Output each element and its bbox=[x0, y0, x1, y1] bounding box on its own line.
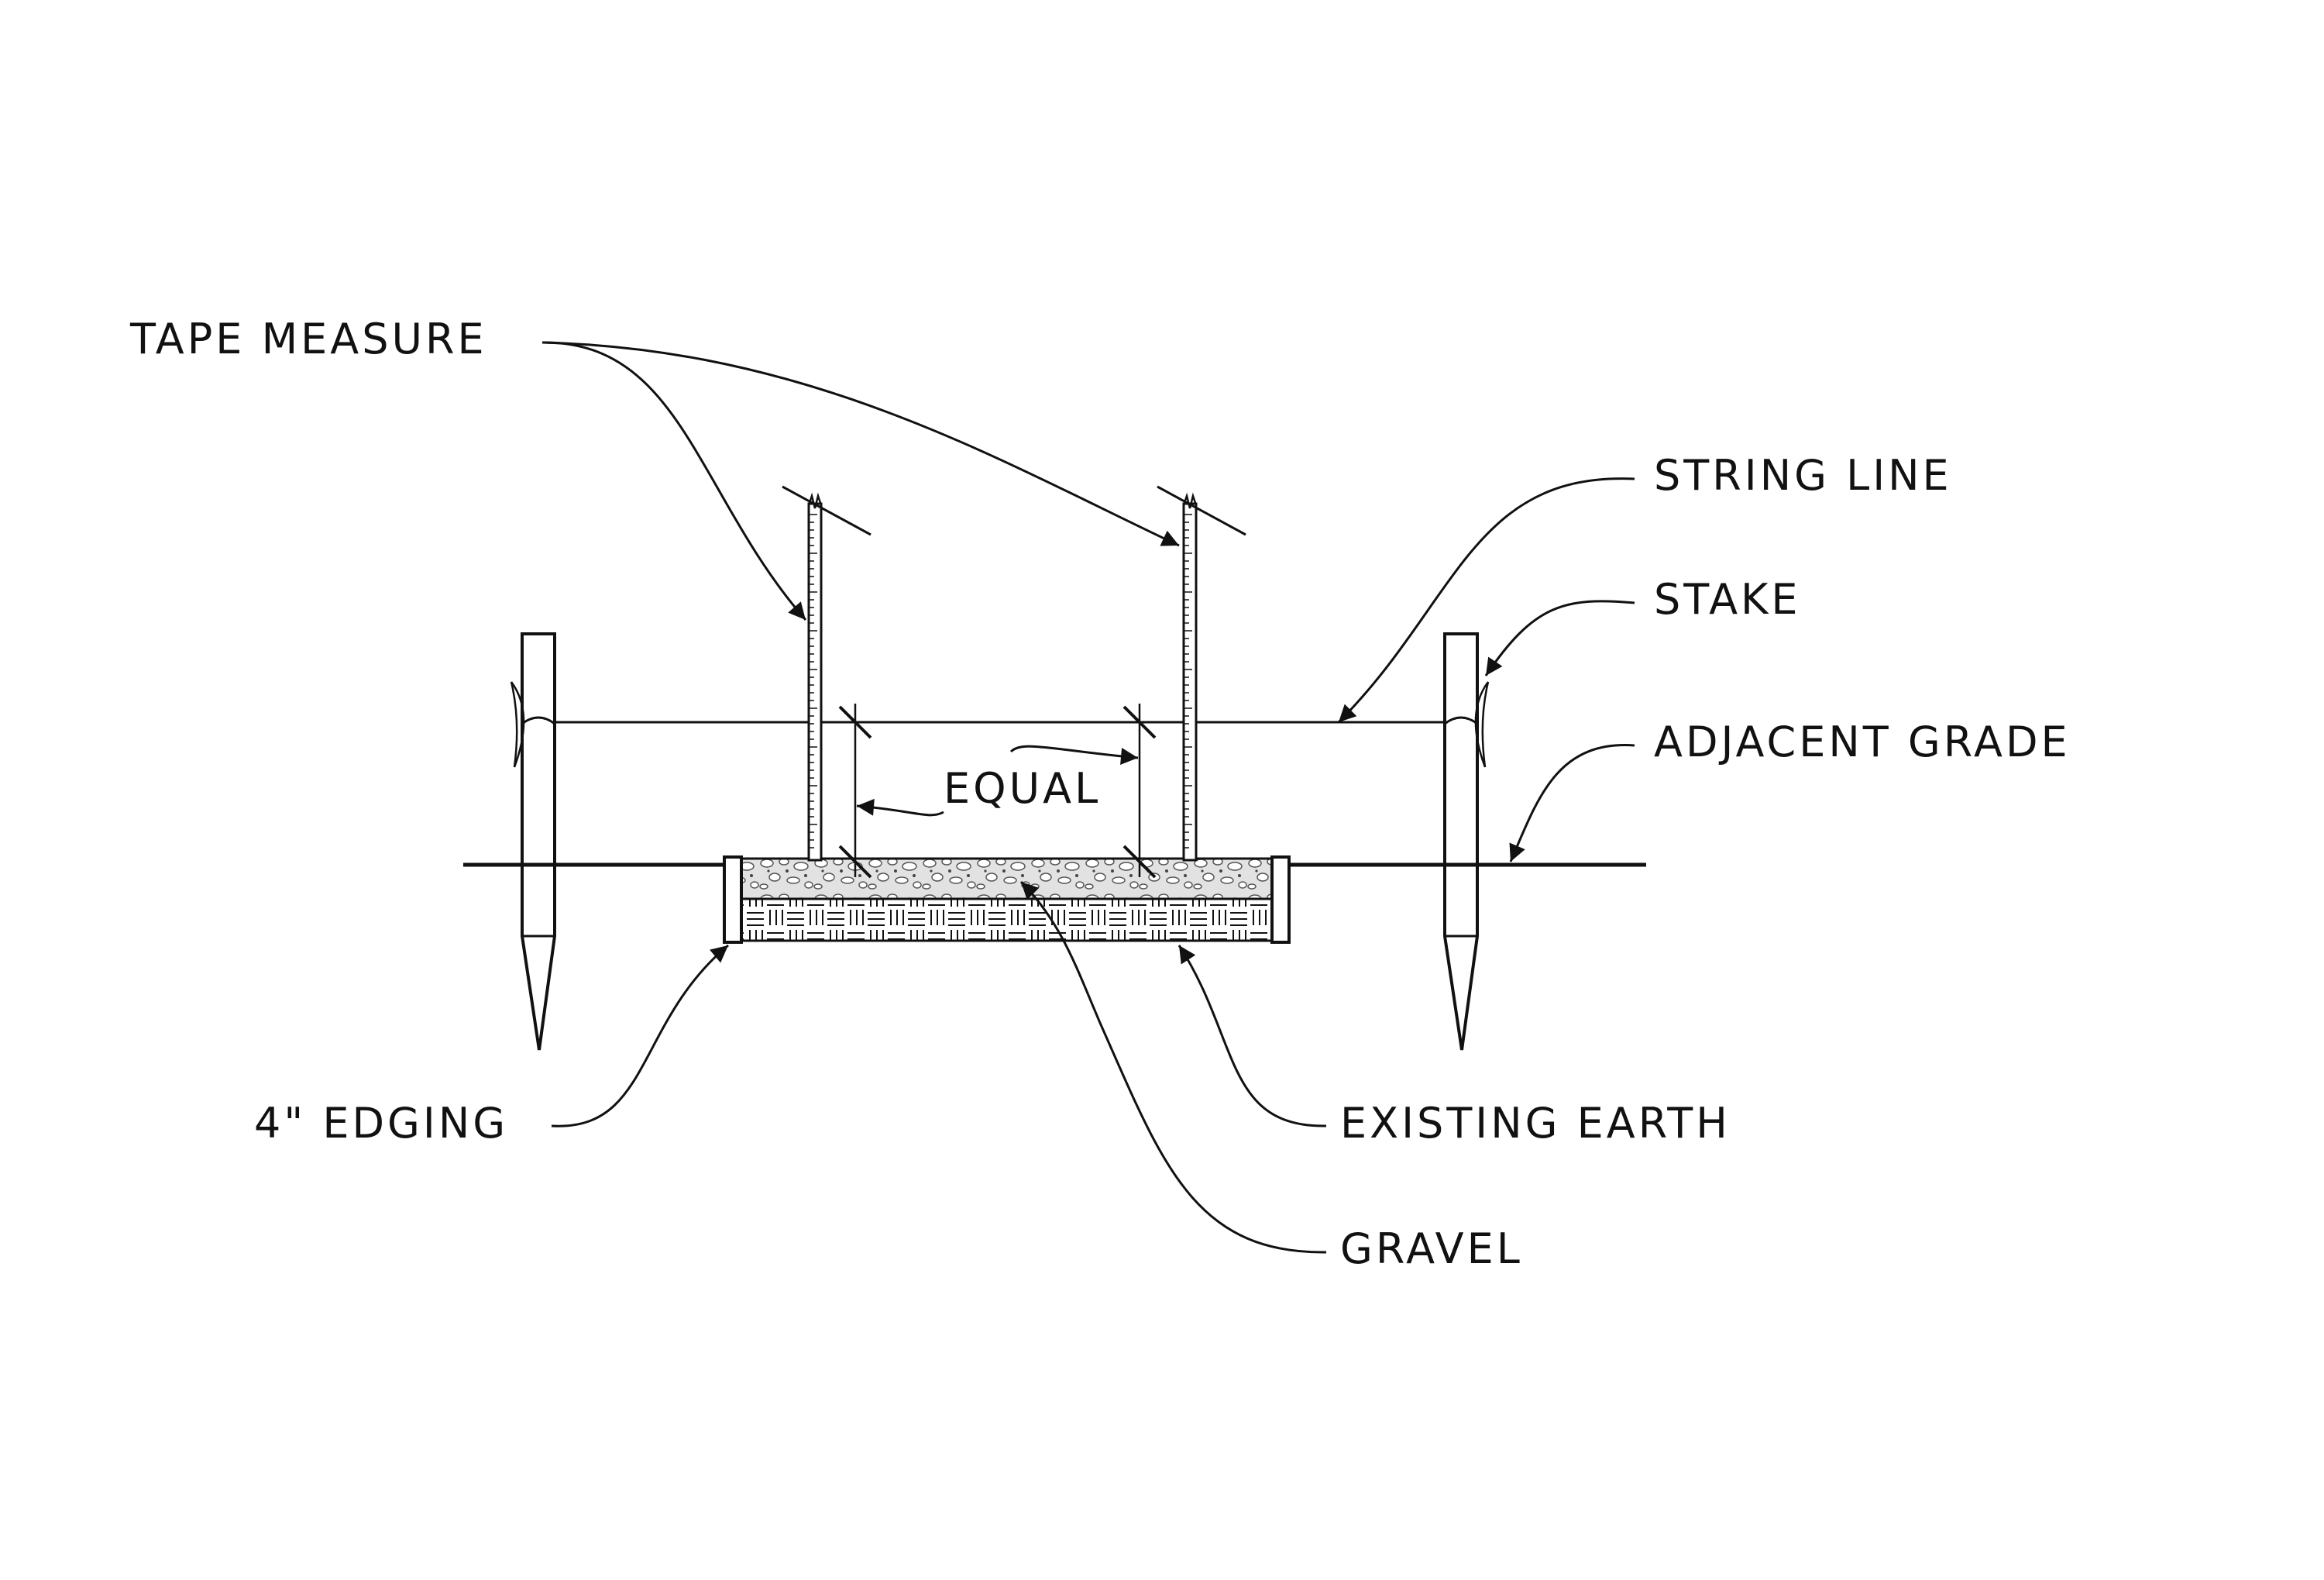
label-4in-edging: 4" EDGING bbox=[254, 1099, 508, 1148]
label-existing-earth: EXISTING EARTH bbox=[1340, 1099, 1731, 1148]
label-equal: EQUAL bbox=[944, 764, 1101, 813]
tape-measure-left bbox=[782, 485, 871, 862]
stake-left bbox=[510, 632, 556, 1051]
label-gravel: GRAVEL bbox=[1340, 1224, 1523, 1273]
label-adjacent-grade: ADJACENT GRADE bbox=[1654, 718, 2071, 766]
existing-earth-fill bbox=[740, 896, 1274, 942]
leader-lines bbox=[541, 341, 1635, 1254]
edging-left bbox=[723, 855, 743, 944]
path-section bbox=[723, 855, 1291, 944]
label-stake: STAKE bbox=[1654, 575, 1801, 624]
stake-right bbox=[1443, 632, 1490, 1051]
equal-dimension-marks bbox=[838, 704, 1157, 879]
tape-measure-right bbox=[1157, 485, 1246, 862]
gravel-fill bbox=[740, 857, 1274, 900]
label-tape-measure: TAPE MEASURE bbox=[129, 315, 487, 363]
edging-right bbox=[1270, 855, 1291, 944]
label-string-line: STRING LINE bbox=[1654, 451, 1952, 500]
